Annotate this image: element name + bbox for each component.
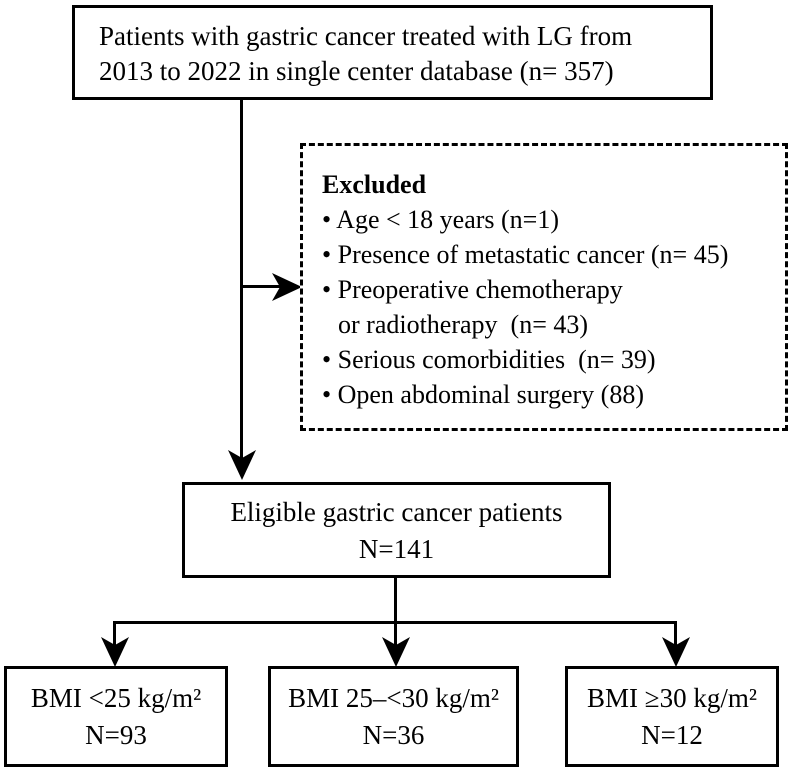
- excluded-criteria-box: Excluded • Age < 18 years (n=1) • Presen…: [300, 143, 788, 431]
- excluded-item: • Open abdominal surgery (88): [322, 380, 644, 409]
- excluded-item: • Presence of metastatic cancer (n= 45): [322, 240, 729, 269]
- bmi-box-line-2: N=12: [641, 720, 703, 750]
- excluded-item: • Age < 18 years (n=1): [322, 205, 559, 234]
- vertical-drop-left: [113, 621, 116, 651]
- bmi-box-line-1: BMI ≥30 kg/m²: [587, 683, 757, 713]
- bmi-box-line-1: BMI <25 kg/m²: [30, 683, 202, 713]
- horizontal-connector-excluded: [242, 285, 282, 288]
- source-box-line-1: Patients with gastric cancer treated wit…: [99, 21, 633, 51]
- bmi-box-line-1: BMI 25–<30 kg/m²: [288, 683, 499, 713]
- vertical-connector-main: [240, 100, 243, 465]
- excluded-item-continuation: or radiotherapy (n= 43): [338, 310, 589, 339]
- down-arrowhead-icon: [662, 637, 690, 667]
- bmi-25-to-30-box: BMI 25–<30 kg/m² N=36: [268, 666, 519, 767]
- excluded-item: • Serious comorbidities (n= 39): [322, 345, 656, 374]
- bmi-under-25-box: BMI <25 kg/m² N=93: [4, 666, 228, 767]
- eligible-box-line-2: N=141: [358, 534, 435, 564]
- eligible-box-line-1: Eligible gastric cancer patients: [230, 497, 563, 527]
- source-box-line-2: 2013 to 2022 in single center database (…: [99, 56, 614, 86]
- excluded-item: • Preoperative chemotherapy: [322, 275, 623, 304]
- down-arrowhead-icon: [228, 450, 256, 480]
- excluded-title: Excluded: [322, 170, 427, 199]
- down-arrowhead-icon: [382, 637, 410, 667]
- eligible-patients-box: Eligible gastric cancer patients N=141: [182, 482, 611, 578]
- vertical-drop-middle: [394, 621, 397, 651]
- bmi-box-line-2: N=93: [85, 720, 147, 750]
- bmi-box-line-2: N=36: [362, 720, 425, 750]
- bmi-over-30-box: BMI ≥30 kg/m² N=12: [565, 666, 779, 767]
- vertical-connector-eligible-out: [394, 577, 397, 624]
- source-population-box: Patients with gastric cancer treated wit…: [72, 5, 713, 100]
- down-arrowhead-icon: [101, 637, 129, 667]
- vertical-drop-right: [674, 621, 677, 651]
- right-arrowhead-icon: [272, 273, 302, 301]
